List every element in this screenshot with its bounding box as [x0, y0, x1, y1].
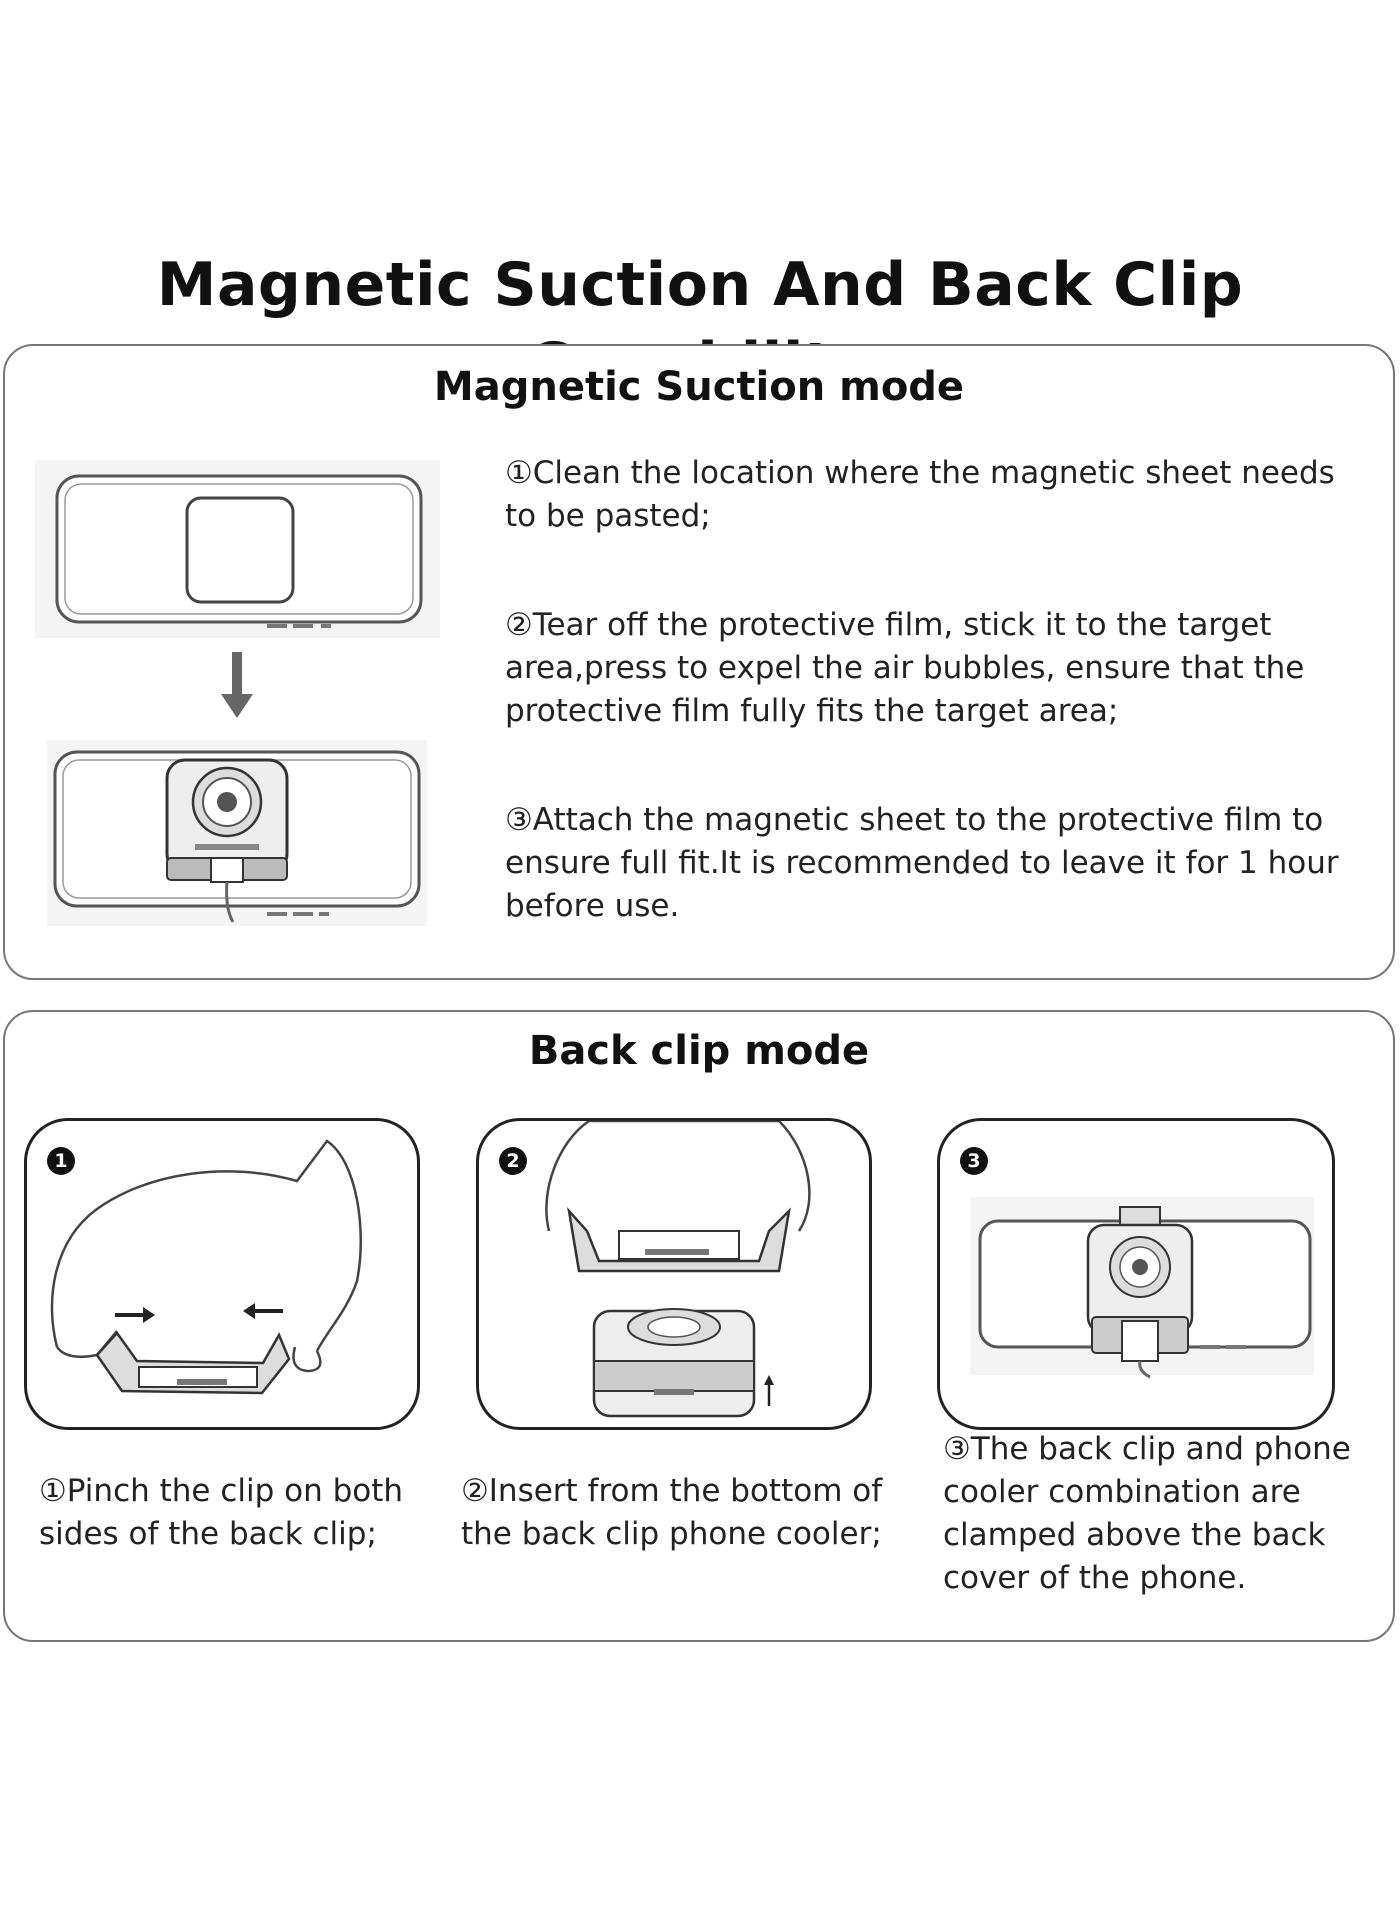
- back-clip-step-3-card: 3: [937, 1118, 1335, 1430]
- back-clip-step-2-text: ②Insert from the bottom of the back clip…: [461, 1473, 883, 1552]
- magnetic-step-2-text: ②Tear off the protective film, stick it …: [505, 607, 1305, 729]
- step-1-badge: 1: [47, 1147, 75, 1175]
- phone-back-illustration: [35, 460, 440, 638]
- pinch-clip-illustration: [50, 1139, 362, 1395]
- back-clip-step-1-text: ①Pinch the clip on both sides of the bac…: [39, 1473, 404, 1552]
- back-clip-step-1-card: 1: [24, 1118, 420, 1430]
- clip-on-phone-illustration: [970, 1197, 1314, 1379]
- insert-cooler-illustration: [545, 1121, 811, 1418]
- phone-with-cooler-illustration: [47, 740, 427, 926]
- back-clip-panel: Back clip mode 1 2: [3, 1010, 1395, 1642]
- back-clip-step-3-text: ③The back clip and phone cooler combinat…: [943, 1431, 1351, 1596]
- step-2-badge: 2: [499, 1147, 527, 1175]
- magnetic-step-3-text: ③Attach the magnetic sheet to the protec…: [505, 802, 1339, 924]
- back-clip-step-2-card: 2: [476, 1118, 872, 1430]
- magnetic-suction-heading: Magnetic Suction mode: [433, 364, 965, 410]
- magnetic-suction-panel: Magnetic Suction mode ①Clean the locatio…: [3, 344, 1395, 980]
- step-3-badge: 3: [960, 1147, 988, 1175]
- arrow-down-icon: [221, 652, 253, 718]
- magnetic-step-1-text: ①Clean the location where the magnetic s…: [505, 455, 1335, 534]
- back-clip-heading: Back clip mode: [528, 1028, 870, 1074]
